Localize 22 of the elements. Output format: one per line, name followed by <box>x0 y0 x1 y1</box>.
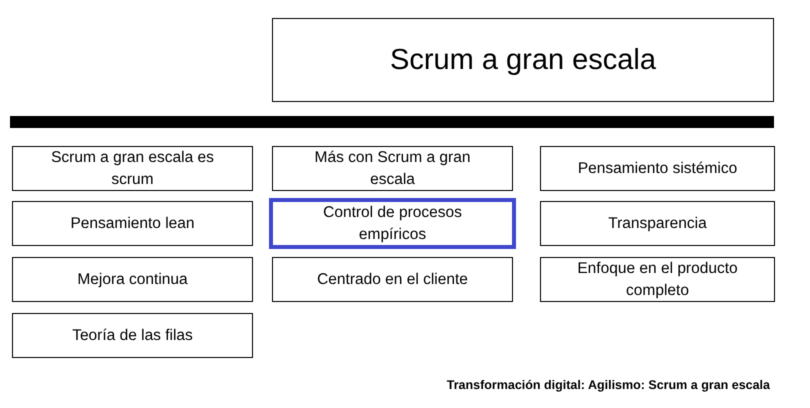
concept-box <box>540 257 775 302</box>
concept-box <box>12 146 253 191</box>
box-label: Centrado en el cliente <box>317 270 468 290</box>
concept-box <box>12 257 253 302</box>
box-label: Enfoque en el producto completo <box>576 258 739 300</box>
concept-box <box>540 146 775 191</box>
concept-box <box>12 313 253 358</box>
concept-box <box>272 146 513 191</box>
box-label: Control de procesos empíricos <box>322 202 463 244</box>
concept-box <box>272 257 513 302</box>
box-label: Pensamiento sistémico <box>578 158 738 179</box>
box-label: Mejora continua <box>77 270 188 290</box>
concept-box <box>12 201 253 246</box>
box-label: Scrum a gran escala es scrum <box>50 148 215 190</box>
concept-box <box>540 201 775 246</box>
box-label: Teoría de las filas <box>72 326 193 346</box>
caption: Transformación digital: Agilismo: Scrum a gran escala <box>446 378 770 392</box>
box-label: Más con Scrum a gran escala <box>314 148 472 190</box>
box-label: Transparencia <box>608 214 707 234</box>
highlighted-box <box>269 198 516 249</box>
title: Scrum a gran escala <box>390 44 656 76</box>
box-label: Pensamiento lean <box>70 214 195 234</box>
